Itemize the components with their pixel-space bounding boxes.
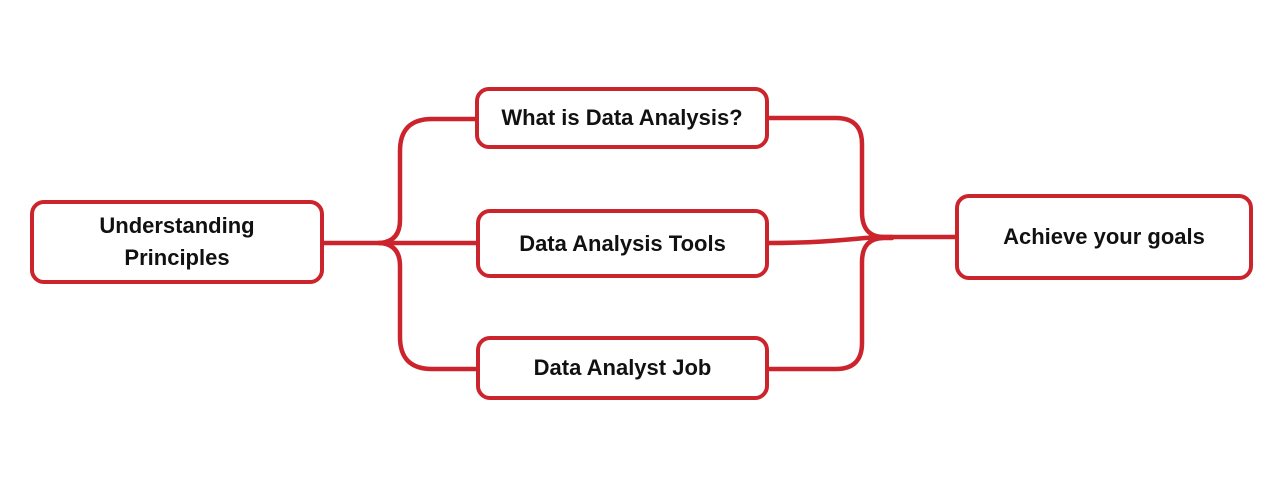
node-data-analyst-job: Data Analyst Job — [476, 336, 769, 400]
connector-top-to-goal — [764, 115, 895, 240]
connector-bottom-to-goal — [765, 235, 895, 372]
node-data-analysis-tools: Data Analysis Tools — [476, 209, 769, 278]
connector-root-to-top — [376, 116, 480, 246]
node-what-is-data-analysis: What is Data Analysis? — [475, 87, 769, 149]
connector-root-to-bottom — [376, 240, 481, 372]
connector-middle-to-goal — [765, 234, 960, 246]
node-achieve-your-goals: Achieve your goals — [955, 194, 1253, 280]
node-understanding-principles: Understanding Principles — [30, 200, 324, 284]
